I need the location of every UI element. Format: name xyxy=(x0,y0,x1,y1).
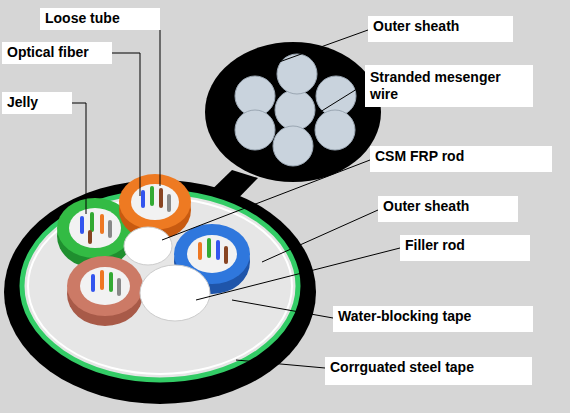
loose-tube xyxy=(67,256,143,316)
part-label: Jelly xyxy=(2,92,72,114)
part-label: Corrguated steel tape xyxy=(325,357,532,385)
leader-line xyxy=(112,53,140,196)
part-label: Optical fiber xyxy=(2,42,112,64)
part-label: Loose tube xyxy=(40,8,160,30)
messenger-wire xyxy=(277,54,317,94)
optical-fiber xyxy=(90,214,94,230)
optical-fiber xyxy=(117,280,121,294)
jelly xyxy=(131,184,179,220)
outer-sheath xyxy=(4,180,316,404)
part-label: Water-blocking tape xyxy=(333,306,533,332)
optical-fiber xyxy=(159,190,163,206)
messenger-wire xyxy=(273,126,313,166)
loose-tube xyxy=(119,174,191,230)
leader-line xyxy=(196,248,400,300)
leader-line xyxy=(268,30,368,66)
leader-line xyxy=(236,360,325,368)
optical-fiber xyxy=(108,222,112,236)
optical-fiber xyxy=(141,192,145,206)
part-label: CSM FRP rod xyxy=(370,146,552,172)
messenger-sheath xyxy=(205,42,381,182)
optical-fiber xyxy=(198,244,202,258)
messenger-wire xyxy=(235,110,275,150)
optical-fiber xyxy=(216,242,220,258)
leader-line xyxy=(320,84,365,112)
part-label: Outer sheath xyxy=(378,196,518,222)
optical-fiber xyxy=(167,196,171,210)
optical-fiber xyxy=(109,274,113,290)
part-label: Filler rod xyxy=(400,235,530,261)
optical-fiber xyxy=(91,276,95,290)
optical-fiber xyxy=(150,188,154,204)
part-label: Outer sheath xyxy=(368,16,513,42)
optical-fiber xyxy=(80,218,84,232)
optical-fiber xyxy=(100,272,104,288)
optical-fiber xyxy=(224,248,228,262)
jelly xyxy=(80,267,130,305)
messenger-wire xyxy=(315,110,355,150)
jelly xyxy=(187,235,237,273)
leader-line xyxy=(72,103,86,214)
leader-line xyxy=(262,210,378,262)
leader-line xyxy=(160,30,161,186)
leader-line xyxy=(232,300,333,318)
messenger-wire xyxy=(275,90,315,130)
csm-frp-rod xyxy=(124,227,172,265)
part-label: Stranded mesenger wire xyxy=(365,65,533,107)
optical-fiber xyxy=(100,216,104,232)
optical-fiber xyxy=(207,240,211,256)
optical-fiber xyxy=(88,232,92,242)
filler-rod xyxy=(140,265,210,321)
jelly xyxy=(69,208,121,248)
